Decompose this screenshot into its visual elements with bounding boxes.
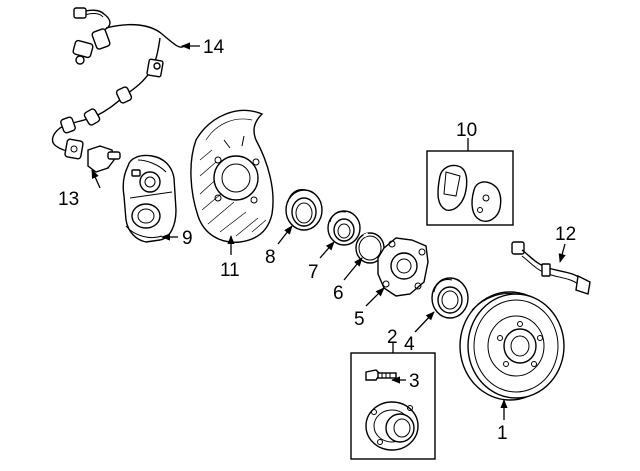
callout-14: 14 (203, 37, 225, 58)
brake-pad-box (426, 150, 514, 226)
callout-6: 6 (333, 283, 344, 304)
wheel-bearing (327, 210, 361, 246)
knuckle-hub-carrier (377, 237, 429, 297)
callout-1: 1 (497, 423, 508, 444)
abs-wire-harness (51, 7, 185, 160)
callout-12: 12 (555, 224, 576, 245)
callout-7: 7 (308, 262, 319, 283)
callout-11: 11 (220, 260, 240, 281)
grease-seal (285, 189, 323, 231)
brake-hose (511, 241, 591, 295)
callout-8: 8 (265, 247, 276, 268)
callout-2: 2 (387, 327, 398, 348)
abs-speed-sensor (87, 145, 121, 173)
leader-lines (91, 42, 566, 420)
callout-5: 5 (354, 309, 365, 330)
brake-rotor (459, 291, 565, 401)
brake-caliper (122, 154, 177, 243)
hub-bolt-box (350, 352, 436, 460)
dust-seal (431, 277, 469, 319)
splash-shield (190, 109, 274, 243)
callout-4: 4 (404, 334, 415, 355)
callout-9: 9 (182, 228, 193, 249)
callout-3: 3 (409, 371, 420, 392)
callout-10: 10 (456, 120, 477, 141)
callout-13: 13 (58, 189, 79, 210)
